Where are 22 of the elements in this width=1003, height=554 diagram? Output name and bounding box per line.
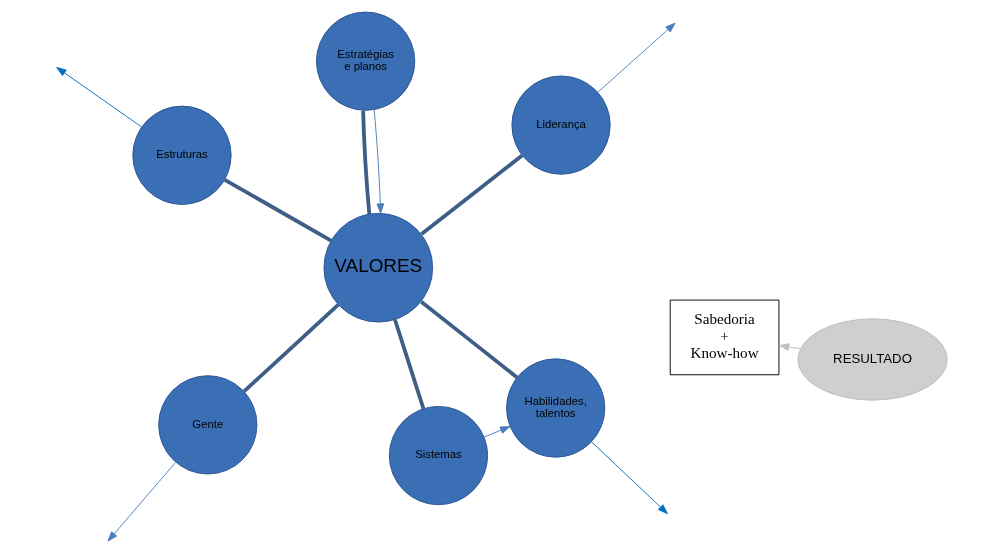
connector: [361, 110, 372, 215]
connector: [420, 154, 524, 236]
connector: [242, 303, 340, 393]
arrow: [483, 426, 511, 438]
node-circle: Liderança: [511, 75, 611, 175]
node-ellipse: RESULTADO: [797, 318, 948, 401]
arrow: [778, 343, 801, 351]
connector: [223, 178, 332, 243]
arrow: [373, 109, 385, 214]
arrow: [591, 441, 668, 515]
arrow: [107, 461, 176, 542]
arrow: [56, 66, 142, 128]
node-circle: Habilidades, talentos: [506, 358, 606, 458]
node-circle: Gente: [158, 375, 258, 475]
node-box: Sabedoria + Know-how: [669, 299, 780, 376]
node-circle: Estruturas: [132, 105, 232, 205]
connector: [393, 318, 426, 410]
node-circle: Estratégias e planos: [316, 11, 416, 111]
node-circle: VALORES: [323, 212, 434, 323]
node-circle: Sistemas: [388, 405, 489, 506]
connector: [420, 300, 519, 379]
arrow: [597, 22, 676, 93]
